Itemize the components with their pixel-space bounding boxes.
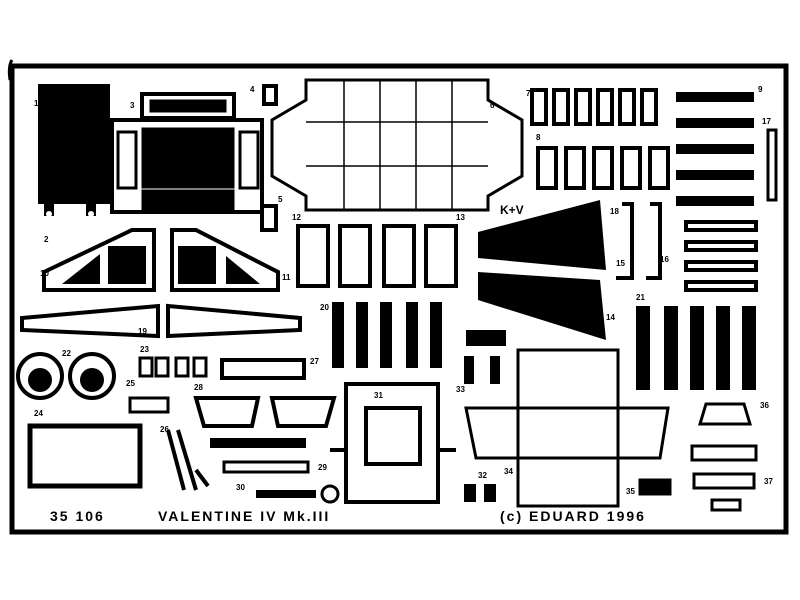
part-18-strips: [684, 220, 758, 292]
part-29-combs: [210, 438, 340, 504]
part-32-33-small: [464, 330, 506, 502]
part-1-plate: [38, 84, 110, 217]
part-number-8: 8: [536, 133, 541, 142]
part-number-12: 12: [292, 213, 301, 222]
part-number-26: 26: [160, 425, 169, 434]
part-5: [260, 204, 278, 232]
part-6-grid-plate: [270, 78, 524, 212]
part-27: [220, 358, 306, 380]
part-number-37: 37: [764, 477, 773, 486]
part-number-13: 13: [456, 213, 465, 222]
part-number-9: 9: [758, 85, 763, 94]
part-7-clips: [530, 88, 658, 126]
part-25: [128, 396, 170, 414]
kv-marking: K+V: [500, 203, 524, 217]
part-number-5: 5: [278, 195, 283, 204]
part-17-bar: [766, 128, 778, 202]
part-21-strips: [636, 306, 756, 390]
part-number-25: 25: [126, 379, 135, 388]
part-number-17: 17: [762, 117, 771, 126]
part-number-24: 24: [34, 409, 43, 418]
part-13-wedge: [478, 200, 606, 340]
part-number-36: 36: [760, 401, 769, 410]
part-number-4: 4: [250, 85, 255, 94]
part-number-21: 21: [636, 293, 645, 302]
part-number-27: 27: [310, 357, 319, 366]
part-number-1: 1: [34, 99, 39, 108]
part-number-23: 23: [140, 345, 149, 354]
part-31-cross-frame: [330, 382, 456, 504]
part-number-29: 29: [318, 463, 327, 472]
part-number-22: 22: [62, 349, 71, 358]
part-24-frame: [27, 423, 143, 489]
part-12-panels: [296, 224, 458, 288]
part-number-7: 7: [526, 89, 531, 98]
part-number-15: 15: [616, 259, 625, 268]
part-23-small: [138, 356, 208, 378]
part-35-36-37-small: [638, 402, 758, 512]
part-number-32: 32: [478, 471, 487, 480]
part-3-box: [110, 92, 264, 214]
part-19-strips: [20, 303, 302, 339]
part-number-19: 19: [138, 327, 147, 336]
part-11-panel-right: [170, 228, 280, 292]
part-26-strut: [166, 429, 210, 491]
part-number-10: 10: [40, 269, 49, 278]
part-15-16-brackets: [616, 202, 662, 280]
part-9-straps: [676, 92, 754, 206]
part-20-strips: [332, 302, 442, 368]
part-number-33: 33: [456, 385, 465, 394]
part-number-3: 3: [130, 101, 135, 110]
part-number-34: 34: [504, 467, 513, 476]
catalog-number: 35 106: [50, 508, 105, 524]
part-number-28: 28: [194, 383, 203, 392]
part-28-shields: [193, 396, 337, 428]
kit-title: VALENTINE IV Mk.III: [158, 508, 331, 524]
part-number-14: 14: [606, 313, 615, 322]
part-number-11: 11: [282, 273, 291, 282]
part-8-boxes: [536, 146, 670, 190]
part-34-box: [464, 348, 670, 508]
part-number-6: 6: [490, 101, 495, 110]
part-number-30: 30: [236, 483, 245, 492]
part-4: [262, 84, 278, 106]
part-number-20: 20: [320, 303, 329, 312]
part-number-2: 2: [44, 235, 49, 244]
part-number-18: 18: [610, 207, 619, 216]
part-10-panel-left: [42, 228, 156, 292]
part-number-16: 16: [660, 255, 669, 264]
part-22-discs: [16, 352, 116, 400]
fret-frame: [9, 63, 789, 535]
part-number-31: 31: [374, 391, 383, 400]
part-number-35: 35: [626, 487, 635, 496]
copyright: (c) EDUARD 1996: [500, 508, 646, 524]
